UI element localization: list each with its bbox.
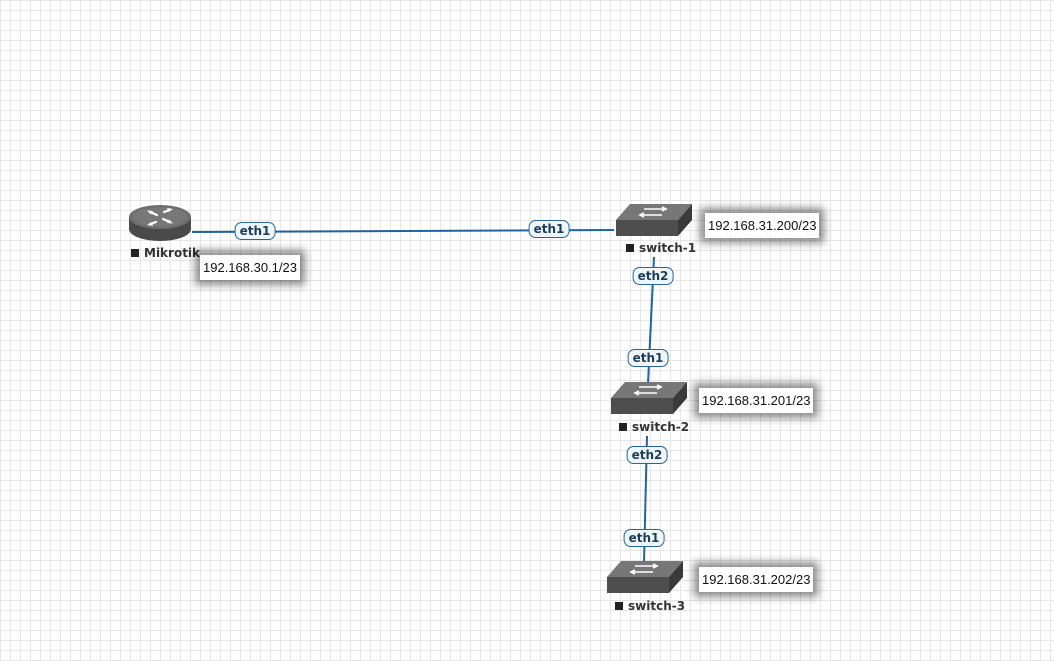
node-switch-1[interactable] xyxy=(614,202,694,242)
node-switch-2[interactable] xyxy=(609,380,689,420)
switch-icon xyxy=(611,382,687,414)
status-indicator xyxy=(131,249,139,257)
port-badge-switch1-eth1[interactable]: eth1 xyxy=(528,220,570,238)
node-label-switch-1: switch-1 xyxy=(626,241,696,255)
port-badge-mikrotik-eth1[interactable]: eth1 xyxy=(234,222,276,240)
port-badge-switch3-eth1[interactable]: eth1 xyxy=(623,529,665,547)
switch-icon xyxy=(607,561,683,593)
router-icon xyxy=(129,205,191,241)
node-switch-3[interactable] xyxy=(605,559,685,599)
ip-note-mikrotik[interactable]: 192.168.30.1/23 xyxy=(200,255,300,280)
port-badge-switch2-eth1[interactable]: eth1 xyxy=(627,349,669,367)
node-mikrotik[interactable] xyxy=(128,202,194,244)
switch-icon xyxy=(616,204,692,236)
node-label-switch-3: switch-3 xyxy=(615,599,685,613)
ip-note-switch-3[interactable]: 192.168.31.202/23 xyxy=(699,567,814,592)
port-badge-switch2-eth2[interactable]: eth2 xyxy=(626,446,668,464)
status-indicator xyxy=(626,244,634,252)
node-label-mikrotik: Mikrotik xyxy=(131,246,200,260)
status-indicator xyxy=(615,602,623,610)
node-label-switch-2: switch-2 xyxy=(619,420,689,434)
ip-note-switch-2[interactable]: 192.168.31.201/23 xyxy=(699,388,814,413)
status-indicator xyxy=(619,423,627,431)
port-badge-switch1-eth2[interactable]: eth2 xyxy=(632,267,674,285)
ip-note-switch-1[interactable]: 192.168.31.200/23 xyxy=(705,213,820,238)
